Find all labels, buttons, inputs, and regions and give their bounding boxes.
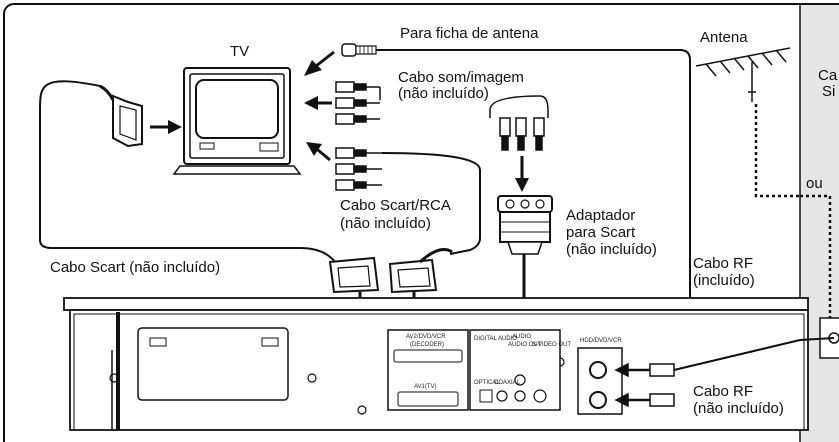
label-antenna-plug: Para ficha de antena <box>400 25 539 42</box>
label-hdd-dvd-vcr: HDD/DVD/VCR <box>580 338 622 344</box>
label-coaxial: COAXIAL <box>494 380 521 386</box>
av-cable-lines <box>366 86 382 186</box>
label-rf-cable-notincluded: Cabo RF <box>693 383 754 400</box>
scart-cable-line <box>39 80 341 271</box>
side-dotted-line <box>800 194 832 340</box>
tv-set <box>172 67 302 175</box>
label-audio: AUDIO <box>512 334 532 340</box>
rf-plugs <box>614 337 835 408</box>
antenna-icon <box>695 47 791 102</box>
arrow-rca-to-adapter <box>515 156 529 192</box>
label-adapter-note: (não incluído) <box>566 241 657 258</box>
label-scart-cable: Cabo Scart (não incluído) <box>50 259 221 276</box>
label-rf-cable-notincluded-note: (não incluído) <box>693 400 784 417</box>
adapter-rca-plugs <box>489 95 549 151</box>
scart-plug-mid-right <box>388 248 453 294</box>
label-scart-rca: Cabo Scart/RCA <box>340 197 451 214</box>
label-av-cable: Cabo som/imagem <box>398 69 524 86</box>
label-antenna: Antena <box>700 29 748 46</box>
label-av1-tv: AV1(TV) <box>414 384 437 390</box>
scart-adapter <box>497 195 553 255</box>
label-tv: TV <box>230 43 250 60</box>
label-side-2: Si <box>822 83 836 100</box>
label-optical: OPTICAL <box>474 380 500 386</box>
label-svideo-out: S-VIDEO OUT <box>532 342 572 348</box>
scart-plug-left <box>99 84 143 148</box>
label-decoder-2: (DECODER) <box>410 342 444 348</box>
label-digital-audio: DIGITAL AUDIO <box>474 336 518 342</box>
arrow-av-to-tv <box>304 96 332 110</box>
scart-plug-mid-left <box>328 256 380 294</box>
recorder-device <box>63 297 809 431</box>
arrow-scartrca-to-tv <box>306 142 331 162</box>
antenna-plug <box>341 43 377 57</box>
label-adapter-2: para Scart <box>566 224 636 241</box>
label-adapter: Adaptador <box>566 207 636 224</box>
arrow-scart-to-tv <box>150 120 182 134</box>
label-side-1: Ca <box>818 67 838 84</box>
label-scart-rca-note: (não incluído) <box>340 215 431 232</box>
antenna-dotted-line <box>754 104 800 198</box>
label-rf-cable-included: Cabo RF <box>693 255 754 272</box>
arrow-antenna-to-tv <box>304 50 335 76</box>
label-audio-out: AUDIO OUT <box>508 342 542 348</box>
label-av-cable-note: (não incluído) <box>398 85 489 102</box>
scartrca-cable-line <box>381 152 481 255</box>
av-rca-plugs <box>335 81 367 191</box>
label-rf-cable-included-note: (incluído) <box>693 272 755 289</box>
label-side-or: ou <box>806 175 823 192</box>
label-decoder-1: AV2/DVD/VCR <box>406 334 446 340</box>
